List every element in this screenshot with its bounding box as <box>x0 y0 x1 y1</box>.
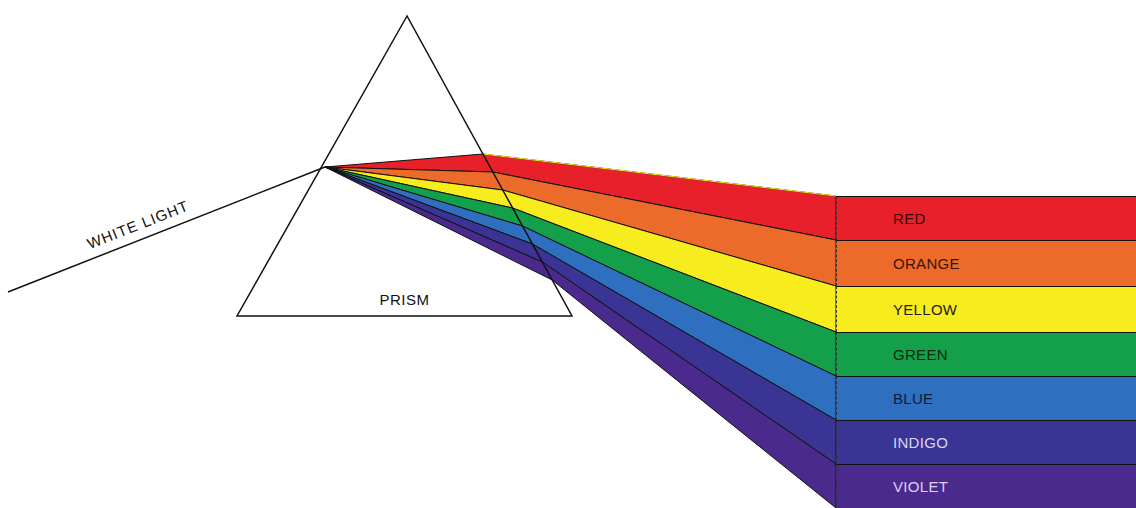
prism-edge <box>237 16 572 316</box>
color-name: INDIGO <box>837 434 948 451</box>
blue-band: BLUE <box>836 376 1136 420</box>
color-name: GREEN <box>837 346 948 363</box>
white-light-ray <box>8 167 325 292</box>
yellow-band: YELLOW <box>836 286 1136 332</box>
prism-label: PRISM <box>379 291 429 308</box>
color-name: BLUE <box>837 390 933 407</box>
indigo-band: INDIGO <box>836 420 1136 464</box>
prism-outline <box>237 16 572 316</box>
color-name: RED <box>837 210 926 227</box>
violet-band: VIOLET <box>836 464 1136 508</box>
spectrum-fan <box>325 154 836 508</box>
green-band: GREEN <box>836 332 1136 376</box>
red-band: RED <box>836 196 1136 240</box>
prism-triangle: PRISM <box>237 16 572 316</box>
orange-band: ORANGE <box>836 240 1136 286</box>
color-name: VIOLET <box>837 478 948 495</box>
ray-highlight <box>483 154 836 196</box>
color-name: YELLOW <box>837 301 957 318</box>
violet-ray <box>325 167 836 508</box>
color-name: ORANGE <box>837 255 960 272</box>
ray-label: WHITE LIGHT <box>85 196 191 251</box>
